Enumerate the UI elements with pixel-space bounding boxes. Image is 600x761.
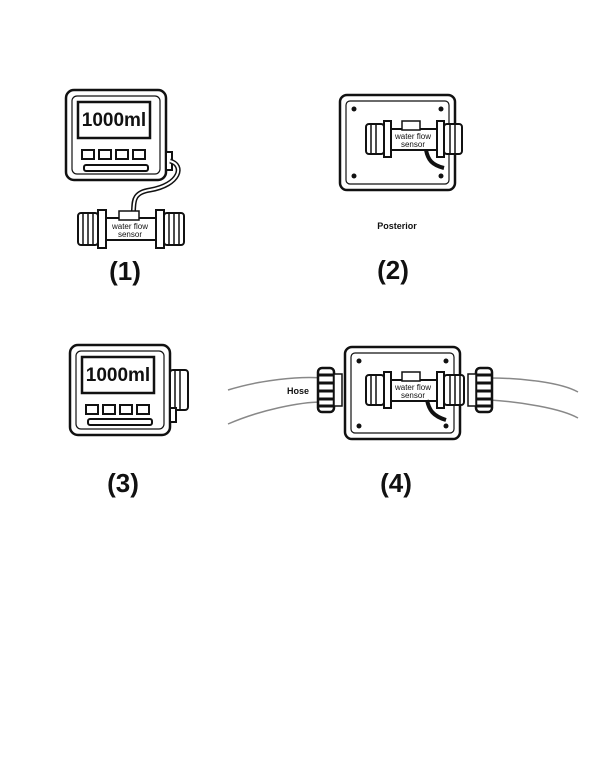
meter-unit: 1000ml bbox=[64, 88, 173, 182]
figure-label: (1) bbox=[109, 256, 141, 286]
internal-wire bbox=[424, 149, 445, 170]
battery-slot bbox=[83, 164, 149, 172]
meter-button[interactable] bbox=[132, 149, 146, 160]
cable-port bbox=[169, 407, 177, 423]
meter-button[interactable] bbox=[85, 404, 99, 415]
figure-2: water flow sensor Posterior (2) bbox=[338, 93, 463, 285]
hose-right bbox=[489, 377, 579, 393]
figure-label: (2) bbox=[377, 255, 409, 285]
display-reading: 1000ml bbox=[82, 110, 146, 131]
lcd-screen bbox=[76, 100, 152, 140]
sensor-label-line1: water flow bbox=[394, 132, 431, 141]
screw bbox=[438, 106, 444, 112]
meter-button[interactable] bbox=[98, 149, 112, 160]
figure-4: Hose water flow sensor (4) bbox=[227, 345, 579, 498]
flow-sensor: water flow sensor bbox=[77, 209, 185, 249]
hose-left bbox=[227, 376, 323, 391]
display-reading: 1000ml bbox=[86, 365, 150, 386]
sensor-label-line1: water flow bbox=[111, 222, 148, 231]
sensor-label-line2: sensor bbox=[401, 391, 425, 400]
screw bbox=[438, 173, 444, 179]
figure-label: (4) bbox=[380, 468, 412, 498]
screw bbox=[351, 106, 357, 112]
sensor-label-line2: sensor bbox=[401, 140, 425, 149]
flow-sensor: water flow sensor bbox=[365, 120, 463, 158]
screw bbox=[356, 423, 362, 429]
flow-sensor: water flow sensor bbox=[365, 371, 465, 409]
meter-button[interactable] bbox=[81, 149, 95, 160]
screw bbox=[356, 358, 362, 364]
figure-1: 1000ml water flow sensor bbox=[64, 88, 185, 286]
sensor-label-line1: water flow bbox=[394, 383, 431, 392]
screw bbox=[443, 358, 449, 364]
screw bbox=[351, 173, 357, 179]
meter-button[interactable] bbox=[115, 149, 129, 160]
meter-button[interactable] bbox=[136, 404, 150, 415]
posterior-caption: Posterior bbox=[377, 221, 417, 231]
figure-label: (3) bbox=[107, 468, 139, 498]
figure-3: 1000ml (3) bbox=[68, 343, 189, 498]
meter-button[interactable] bbox=[119, 404, 133, 415]
hose-label: Hose bbox=[287, 386, 309, 396]
sensor-label-line2: sensor bbox=[118, 230, 142, 239]
screw bbox=[443, 423, 449, 429]
hose-coupling-right bbox=[467, 366, 494, 414]
pipe-end bbox=[169, 369, 189, 411]
internal-wire bbox=[425, 399, 447, 422]
hose-coupling-left bbox=[316, 366, 343, 414]
battery-slot bbox=[87, 418, 153, 426]
meter-button[interactable] bbox=[102, 404, 116, 415]
lcd-screen bbox=[80, 355, 156, 395]
